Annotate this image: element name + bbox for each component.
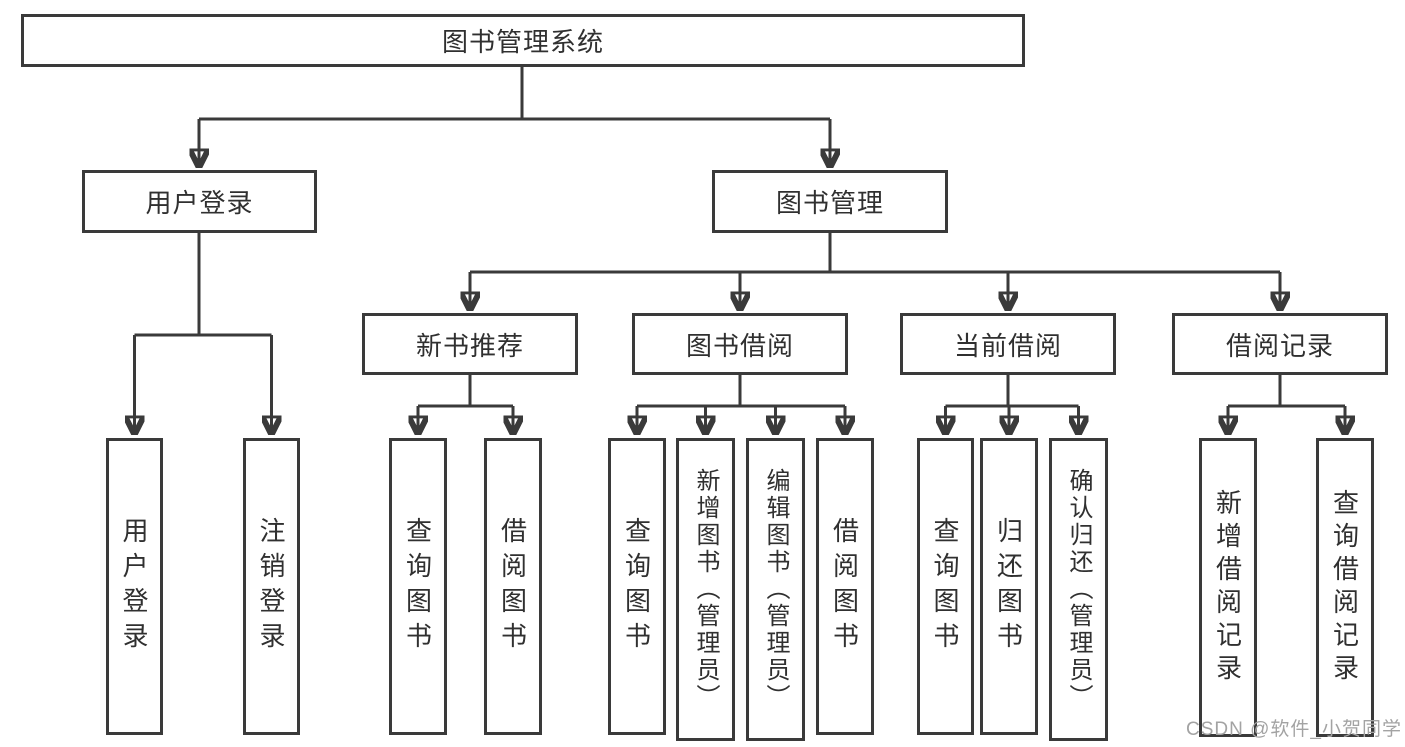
node-book-borrow-label: 图书借阅: [685, 330, 794, 361]
wire-mgmt-rail: [470, 233, 1280, 274]
node-book-management: 图书管理: [712, 170, 948, 233]
wire-root-rail: [199, 67, 830, 121]
node-borrow-records-label: 借阅记录: [1225, 330, 1334, 361]
node-borrow-records: 借阅记录: [1172, 313, 1388, 375]
wire-leaf-rails: [418, 375, 1345, 408]
node-library-system: 图书管理系统: [21, 14, 1025, 67]
leaf-edit-book-admin: 编辑图书（管理员）: [746, 438, 805, 741]
leaf-query-book-3: 查询图书: [917, 438, 974, 735]
node-user-login: 用户登录: [82, 170, 317, 233]
node-current-borrow-label: 当前借阅: [953, 330, 1062, 361]
node-book-borrow: 图书借阅: [632, 313, 848, 375]
leaf-user-login: 用户登录: [106, 438, 163, 735]
leaf-add-borrow-record: 新增借阅记录: [1199, 438, 1257, 737]
node-user-login-label: 用户登录: [145, 188, 254, 218]
leaf-borrow-book-2: 借阅图书: [816, 438, 874, 735]
leaf-query-borrow-record: 查询借阅记录: [1316, 438, 1374, 737]
node-new-book-recommend: 新书推荐: [362, 313, 578, 375]
leaf-query-book-1: 查询图书: [389, 438, 447, 735]
node-book-management-label: 图书管理: [775, 188, 884, 218]
node-library-system-label: 图书管理系统: [441, 27, 604, 57]
node-current-borrow: 当前借阅: [900, 313, 1116, 375]
wire-login-rail: [134, 233, 272, 337]
leaf-return-book: 归还图书: [980, 438, 1038, 735]
leaf-logout: 注销登录: [243, 438, 300, 735]
leaf-borrow-book-1: 借阅图书: [484, 438, 542, 735]
node-new-book-recommend-label: 新书推荐: [415, 330, 524, 361]
csdn-watermark: CSDN @软件_小贺同学: [1186, 719, 1402, 740]
leaf-add-book-admin: 新增图书（管理员）: [676, 438, 735, 741]
leaf-confirm-return-admin: 确认归还（管理员）: [1049, 438, 1108, 741]
leaf-query-book-2: 查询图书: [608, 438, 666, 735]
